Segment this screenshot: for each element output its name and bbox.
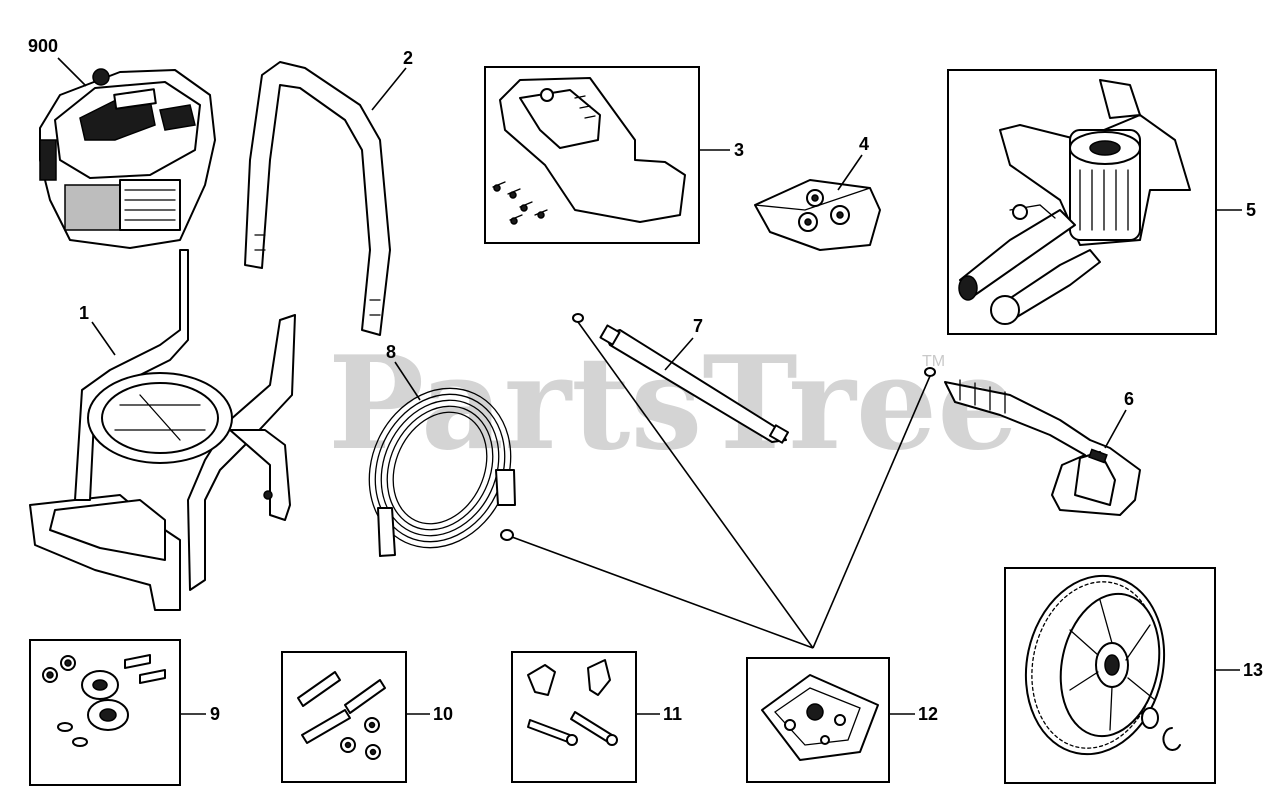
leader-7 [664,337,694,371]
leader-4 [837,154,863,191]
leader-1 [91,321,116,356]
label-4: 4 [859,134,869,154]
o-ring-leaders [511,321,931,649]
leader-900 [57,57,87,87]
label-3: 3 [734,140,744,160]
leader-8 [394,361,421,401]
frame-part-1[interactable] [29,249,296,611]
o-ring-kit-part-12[interactable] [761,674,879,761]
wheel-part-13[interactable] [1010,563,1181,767]
label-2: 2 [403,48,413,68]
hardware-part-11[interactable] [527,659,618,746]
watermark-trademark: TM [922,353,945,370]
label-7: 7 [693,316,703,336]
hardware-part-10[interactable] [297,671,386,760]
label-13: 13 [1243,660,1263,680]
bracket-part-3[interactable] [492,77,686,225]
engine-part-900[interactable] [39,68,216,249]
label-900: 900 [28,36,58,56]
hose-part-8[interactable] [344,365,537,571]
label-11: 11 [663,704,682,724]
label-6: 6 [1124,389,1134,409]
hardware-part-9[interactable] [42,654,166,747]
label-10: 10 [433,704,453,724]
leader-6 [1104,409,1127,449]
leader-2 [371,67,407,111]
label-1: 1 [79,303,89,323]
label-8: 8 [386,342,396,362]
label-5: 5 [1246,200,1256,220]
spray-gun-part-6[interactable] [924,367,1141,516]
lance-part-7[interactable] [572,313,790,444]
label-9: 9 [210,704,220,724]
pump-part-5[interactable] [958,79,1191,325]
label-12: 12 [918,704,938,724]
hardware-bag-part-4[interactable] [754,179,881,251]
handle-part-2[interactable] [244,61,391,336]
